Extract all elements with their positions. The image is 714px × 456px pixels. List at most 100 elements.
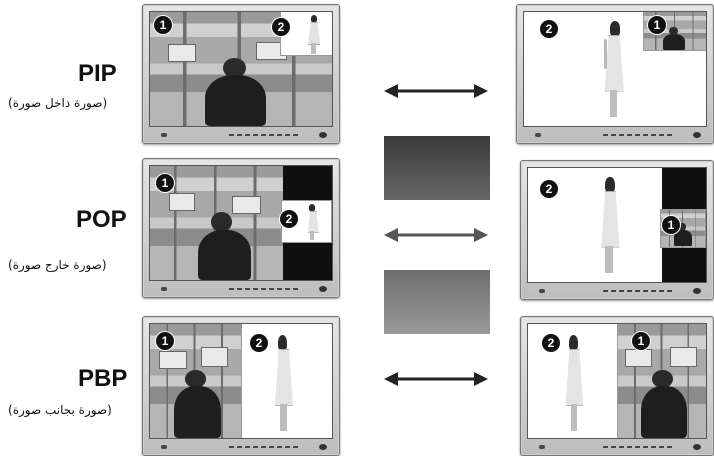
badge-2: 2 <box>280 210 298 228</box>
pip-inset-woman <box>280 12 332 57</box>
woman-hair <box>278 335 288 351</box>
monitor-bezel <box>521 285 713 297</box>
bezel-buttons <box>229 288 299 290</box>
bezel-indicator <box>161 287 167 291</box>
pip-subtitle: (صورة داخل صورة) <box>8 96 108 110</box>
badge-1: 1 <box>632 332 650 350</box>
monitor-bezel <box>521 441 713 453</box>
bezel-indicator <box>539 445 545 449</box>
person-head <box>651 369 674 388</box>
person-head <box>679 223 687 232</box>
woman-legs <box>309 230 315 240</box>
badge-2: 2 <box>272 18 290 36</box>
monitor-bezel <box>517 129 713 141</box>
pbp-monitor-left: 1 2 <box>142 316 340 456</box>
badge-2: 2 <box>542 334 560 352</box>
woman-legs <box>570 403 577 432</box>
person-head <box>668 27 678 36</box>
gradient-panel-dark <box>384 136 490 200</box>
monitor-bezel <box>143 441 339 453</box>
monitor-bezel <box>143 283 339 295</box>
pbp-screen-right: 2 1 <box>527 323 707 439</box>
woman-legs <box>310 43 316 54</box>
woman-dress <box>307 211 319 233</box>
power-button-icon <box>319 132 327 138</box>
badge-2: 2 <box>250 334 268 352</box>
office-monitor <box>159 351 187 370</box>
pbp-screen-left: 1 2 <box>149 323 333 439</box>
bezel-indicator <box>539 289 545 293</box>
office-monitor <box>168 193 195 212</box>
person-body <box>662 33 685 50</box>
person-body <box>641 385 688 438</box>
badge-1: 1 <box>156 174 174 192</box>
person-body <box>197 229 251 280</box>
pop-screen-left: 1 2 <box>149 165 333 281</box>
pop-screen-right: 2 1 <box>527 167 707 283</box>
bezel-buttons <box>603 134 673 136</box>
badge-1: 1 <box>662 216 680 234</box>
badge-2: 2 <box>540 20 558 38</box>
monitor-bezel <box>143 129 339 141</box>
badge-1: 1 <box>154 16 172 34</box>
woman-dress <box>565 349 584 406</box>
person-body <box>673 230 692 247</box>
woman-legs <box>609 89 617 117</box>
office-monitor <box>168 43 196 62</box>
office-scene <box>150 166 283 280</box>
pbp-subtitle: (صورة بجانب صورة) <box>8 403 112 417</box>
pbp-monitor-right: 2 1 <box>520 316 714 456</box>
woman-dress <box>308 21 321 46</box>
woman-legs <box>280 403 287 432</box>
office-monitor <box>232 195 261 214</box>
office-monitor <box>669 346 697 368</box>
pbp-title: PBP <box>78 365 128 392</box>
pip-screen-right: 2 1 <box>523 11 707 127</box>
person-head <box>184 369 207 388</box>
power-button-icon <box>693 132 701 138</box>
double-headed-arrow-icon <box>384 84 488 98</box>
bezel-buttons <box>603 446 673 448</box>
woman-dress <box>601 190 620 248</box>
woman-dress <box>274 349 293 406</box>
pop-monitor-left: 1 2 <box>142 158 340 298</box>
woman-legs <box>605 245 614 273</box>
woman-arm <box>604 39 608 69</box>
person-body <box>204 74 267 126</box>
bezel-buttons <box>229 446 299 448</box>
woman-hair <box>605 177 615 192</box>
woman-hair <box>609 21 621 36</box>
pop-monitor-right: 2 1 <box>520 160 714 300</box>
woman-hair <box>309 204 316 212</box>
woman-hair <box>310 14 317 22</box>
pop-subtitle: (صورة خارج صورة) <box>8 258 107 272</box>
gradient-panel-light <box>384 270 490 334</box>
office-monitor <box>200 346 229 368</box>
power-button-icon <box>319 444 327 450</box>
badge-1: 1 <box>648 16 666 34</box>
person-head <box>222 57 247 79</box>
person-body <box>173 385 221 438</box>
badge-2: 2 <box>540 180 558 198</box>
woman-hair <box>568 335 578 351</box>
office-monitor <box>625 349 653 368</box>
office-scene <box>617 324 706 438</box>
pip-monitor-right: 2 1 <box>516 4 714 144</box>
person-head <box>211 211 233 233</box>
bezel-indicator <box>161 445 167 449</box>
badge-1: 1 <box>156 332 174 350</box>
double-headed-arrow-icon <box>384 372 488 386</box>
bezel-indicator <box>161 133 167 137</box>
bezel-indicator <box>535 133 541 137</box>
woman-scene <box>241 324 332 438</box>
double-headed-arrow-icon <box>384 228 488 242</box>
bezel-buttons <box>603 290 673 292</box>
bezel-buttons <box>229 134 299 136</box>
power-button-icon <box>693 288 701 294</box>
pip-monitor-left: 1 2 <box>142 4 340 144</box>
pip-title: PIP <box>78 60 117 87</box>
pop-title: POP <box>76 206 127 233</box>
pip-screen-left: 1 2 <box>149 11 333 127</box>
power-button-icon <box>319 286 327 292</box>
power-button-icon <box>693 444 701 450</box>
